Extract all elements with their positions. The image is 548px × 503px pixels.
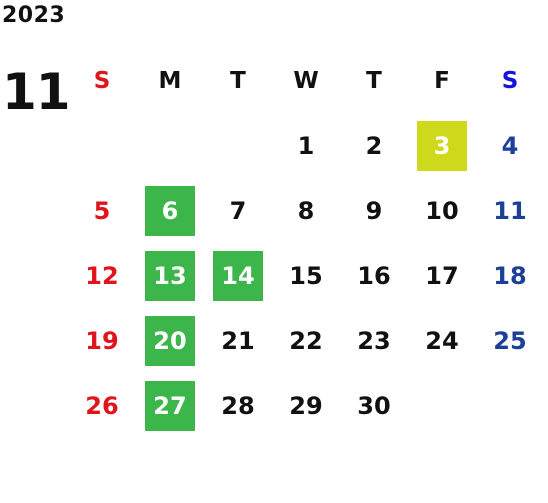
day-cell <box>136 113 204 178</box>
weekday-header-saturday: S <box>501 67 519 94</box>
day-cell[interactable]: 8 <box>272 178 340 243</box>
day-number: 26 <box>85 391 119 420</box>
highlighted-day-number: 27 <box>145 380 195 431</box>
day-number: 10 <box>425 196 459 225</box>
day-cell[interactable]: 4 <box>476 113 544 178</box>
year-label: 2023 <box>2 3 66 28</box>
day-number: 19 <box>85 326 119 355</box>
day-cell[interactable]: 10 <box>408 178 476 243</box>
day-cell <box>204 113 272 178</box>
highlighted-day-number: 6 <box>145 185 195 236</box>
day-number: 21 <box>221 326 255 355</box>
day-number: 29 <box>289 391 323 420</box>
day-number <box>145 121 195 171</box>
day-number <box>77 121 127 171</box>
day-cell[interactable]: 26 <box>68 373 136 438</box>
day-cell[interactable]: 9 <box>340 178 408 243</box>
day-cell[interactable]: 23 <box>340 308 408 373</box>
day-cell[interactable]: 28 <box>204 373 272 438</box>
weekday-header-thursday: T <box>366 67 382 94</box>
month-number: 11 <box>2 63 71 121</box>
week-row: 5 6 7 8 9 10 11 <box>68 178 544 243</box>
day-cell[interactable]: 1 <box>272 113 340 178</box>
day-cell[interactable]: 15 <box>272 243 340 308</box>
day-number <box>417 381 467 431</box>
day-cell[interactable]: 21 <box>204 308 272 373</box>
day-cell[interactable]: 16 <box>340 243 408 308</box>
day-number: 1 <box>297 131 315 160</box>
day-number: 7 <box>229 196 247 225</box>
day-number: 30 <box>357 391 391 420</box>
day-number: 17 <box>425 261 459 290</box>
day-number <box>485 381 535 431</box>
week-row: 19 20 21 22 23 24 25 <box>68 308 544 373</box>
day-number: 9 <box>365 196 383 225</box>
day-cell[interactable]: 30 <box>340 373 408 438</box>
day-number: 12 <box>85 261 119 290</box>
day-number <box>213 121 263 171</box>
day-cell <box>476 373 544 438</box>
weekday-header-wednesday: W <box>293 67 319 94</box>
day-cell[interactable]: 6 <box>136 178 204 243</box>
day-number: 8 <box>297 196 315 225</box>
day-number: 5 <box>93 196 111 225</box>
day-cell[interactable]: 22 <box>272 308 340 373</box>
day-number: 22 <box>289 326 323 355</box>
day-cell[interactable]: 29 <box>272 373 340 438</box>
day-cell[interactable]: 2 <box>340 113 408 178</box>
weekday-header-tuesday: T <box>230 67 246 94</box>
day-cell[interactable]: 12 <box>68 243 136 308</box>
day-number: 16 <box>357 261 391 290</box>
week-row: 12 13 14 15 16 17 18 <box>68 243 544 308</box>
day-cell[interactable]: 24 <box>408 308 476 373</box>
weekday-header-row: S M T W T F S <box>68 48 544 113</box>
day-number: 18 <box>493 261 527 290</box>
day-cell[interactable]: 19 <box>68 308 136 373</box>
day-number: 24 <box>425 326 459 355</box>
week-row: 26 27 28 29 30 <box>68 373 544 438</box>
day-cell[interactable]: 18 <box>476 243 544 308</box>
week-row: 1 2 3 4 <box>68 113 544 178</box>
weekday-header-friday: F <box>434 67 450 94</box>
highlighted-day-number: 3 <box>417 120 467 171</box>
highlighted-day-number: 14 <box>213 250 263 301</box>
day-cell[interactable]: 27 <box>136 373 204 438</box>
highlighted-day-number: 20 <box>145 315 195 366</box>
day-cell[interactable]: 25 <box>476 308 544 373</box>
highlighted-day-number: 13 <box>145 250 195 301</box>
day-cell[interactable]: 7 <box>204 178 272 243</box>
weekday-header-sunday: S <box>93 67 111 94</box>
day-cell[interactable]: 5 <box>68 178 136 243</box>
day-number: 28 <box>221 391 255 420</box>
day-cell[interactable]: 13 <box>136 243 204 308</box>
day-cell[interactable]: 3 <box>408 113 476 178</box>
day-number: 4 <box>501 131 519 160</box>
day-cell <box>408 373 476 438</box>
day-cell[interactable]: 20 <box>136 308 204 373</box>
day-cell[interactable]: 17 <box>408 243 476 308</box>
weekday-header-monday: M <box>158 67 182 94</box>
day-number: 15 <box>289 261 323 290</box>
day-number: 2 <box>365 131 383 160</box>
day-cell[interactable]: 14 <box>204 243 272 308</box>
day-cell <box>68 113 136 178</box>
day-cell[interactable]: 11 <box>476 178 544 243</box>
day-number: 23 <box>357 326 391 355</box>
day-number: 25 <box>493 326 527 355</box>
day-number: 11 <box>493 196 527 225</box>
